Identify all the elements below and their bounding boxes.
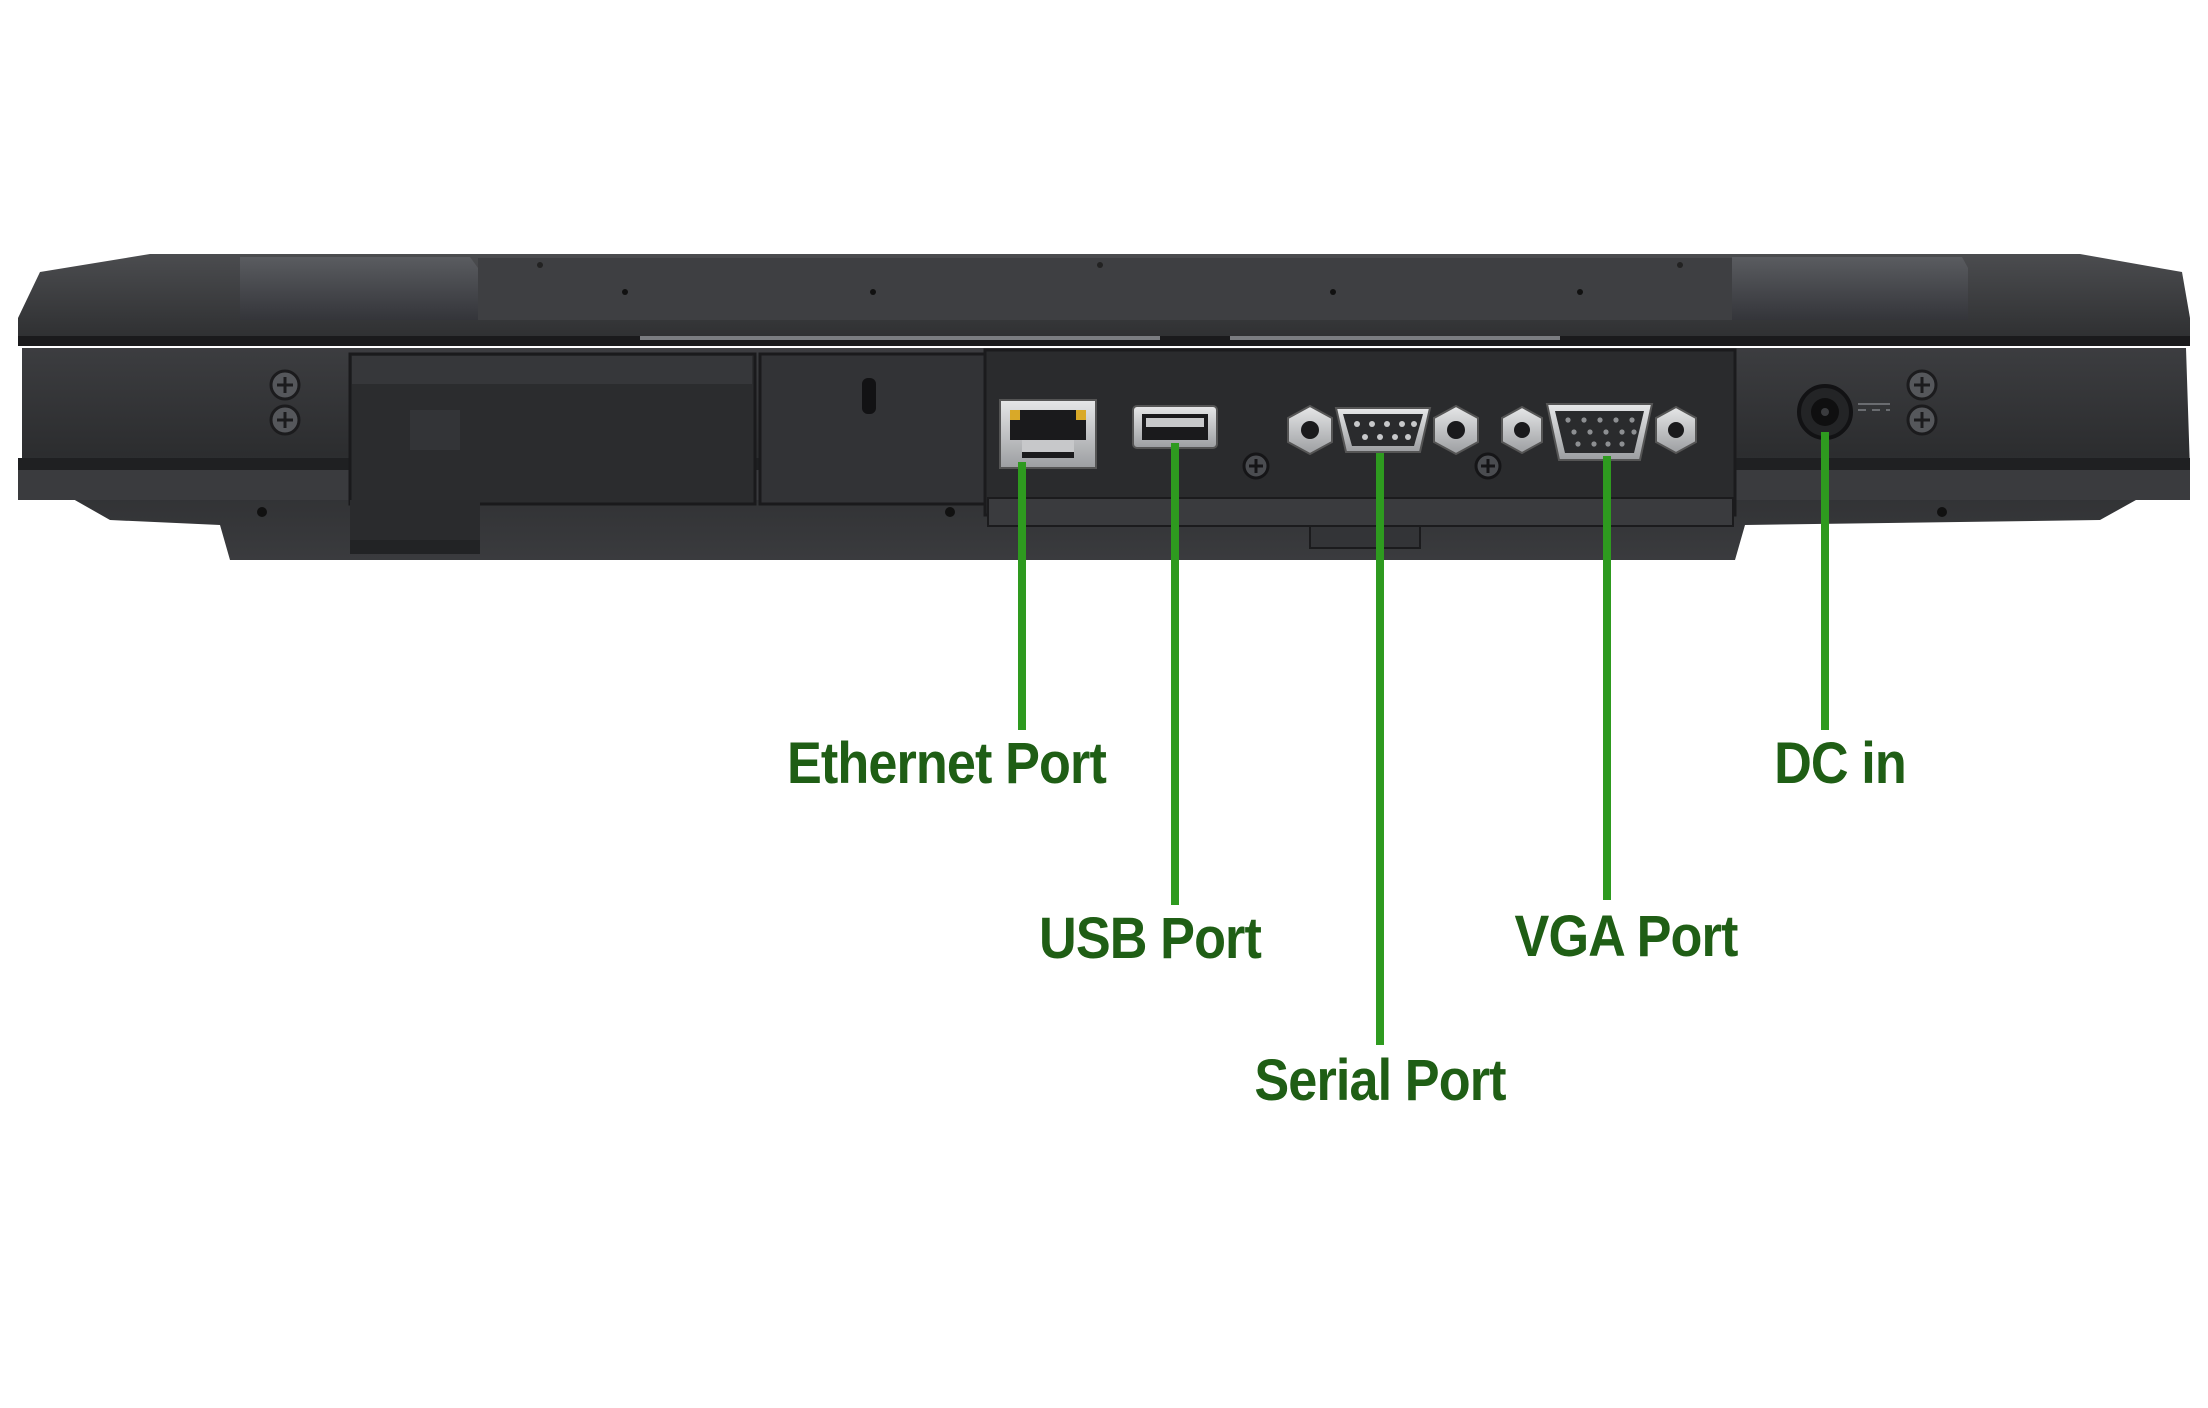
left-hinge xyxy=(240,257,478,320)
serial-port-icon xyxy=(1287,404,1479,456)
label-ethernet: Ethernet Port xyxy=(787,731,1107,796)
lock-slot xyxy=(862,378,876,414)
usb-port-icon xyxy=(1132,405,1218,449)
lid-center-panel xyxy=(478,258,1732,320)
label-vga: VGA Port xyxy=(1514,904,1739,969)
label-dc: DC in xyxy=(1774,731,1907,796)
callout-lines xyxy=(1018,432,1829,1045)
label-usb: USB Port xyxy=(1039,906,1262,971)
hatch-panel xyxy=(758,352,987,506)
right-hinge xyxy=(1732,257,1968,320)
left-screws xyxy=(269,369,301,436)
panel-screws xyxy=(1242,452,1502,480)
label-serial: Serial Port xyxy=(1254,1048,1506,1113)
vga-port-icon xyxy=(1501,403,1697,461)
right-screws xyxy=(1906,369,1938,436)
ethernet-port-icon xyxy=(999,399,1097,469)
